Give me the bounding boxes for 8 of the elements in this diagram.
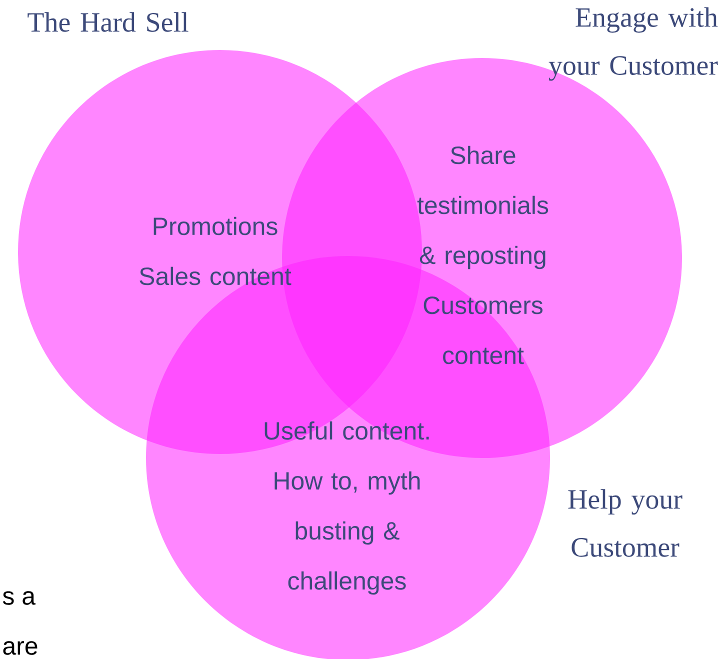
body-text: s a <box>2 591 36 605</box>
circle-heading: Help your Customer <box>568 489 682 557</box>
circle-heading: Engage with your Customer <box>548 7 718 81</box>
circle-text: Useful content. How to, myth busting & challenges <box>264 421 429 595</box>
circle-heading: The Hard Sell <box>28 12 188 32</box>
body-text: are <box>3 641 38 655</box>
circle-text: Share testimonials & reposting Customers content <box>417 146 548 364</box>
circle-text: Promotions Sales content <box>140 216 292 286</box>
